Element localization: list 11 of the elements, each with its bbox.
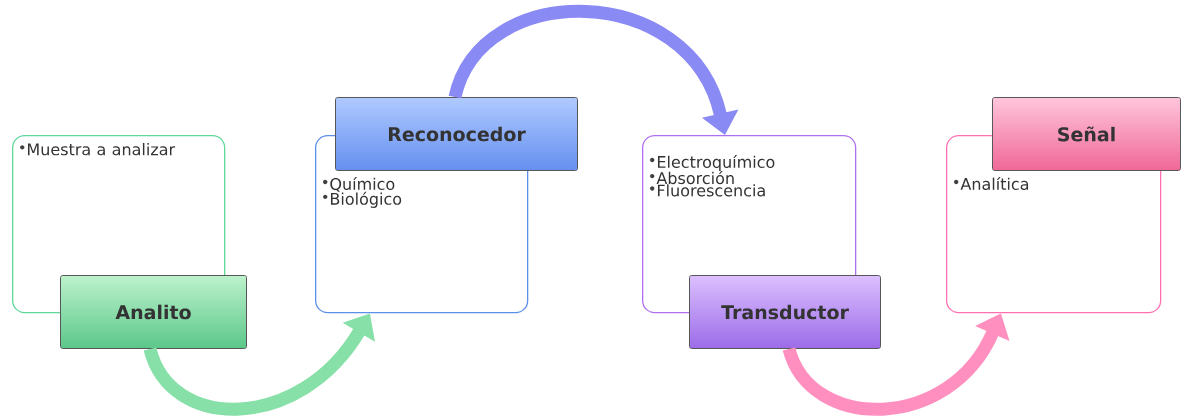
bullet-item: Biológico — [323, 191, 402, 208]
bullet-item: Absorción — [650, 171, 734, 185]
bullet-item: Electroquímico — [650, 155, 775, 172]
bullet-item: Fluorescencia — [650, 184, 765, 197]
bullet-item: Analítica — [954, 177, 1029, 190]
title-box: Reconocedor — [335, 97, 578, 171]
bullet-item: Muestra a analizar — [20, 143, 176, 156]
title-box: Transductor — [689, 275, 881, 349]
title-box: Señal — [992, 97, 1181, 171]
title-box: Analito — [60, 275, 247, 349]
bullet-item: Químico — [323, 177, 395, 192]
